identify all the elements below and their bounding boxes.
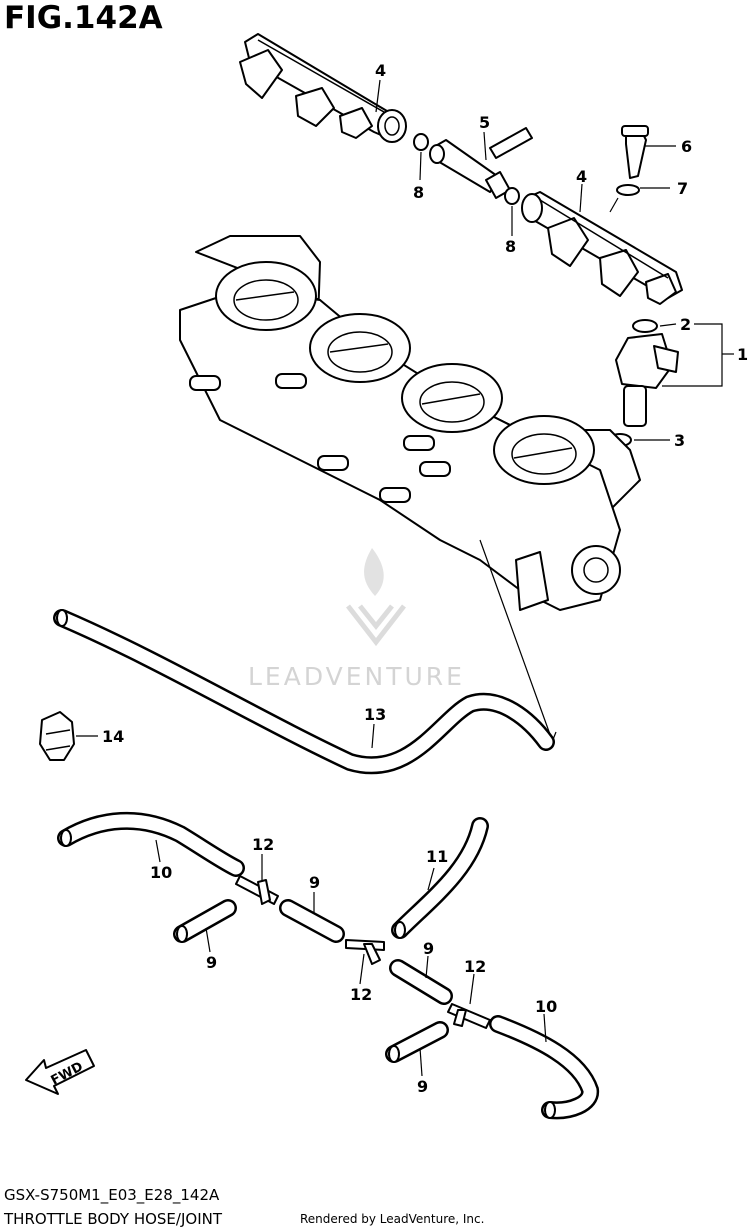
- t-joint-lower[interactable]: [447, 1003, 491, 1029]
- hose-upper-left[interactable]: [57, 811, 245, 877]
- callout-3: 3: [674, 431, 685, 450]
- watermark-logo: [346, 548, 406, 647]
- callout-9-upper-right: 9: [309, 873, 320, 892]
- t-joint-upper[interactable]: [235, 875, 279, 905]
- callout-12-lower: 12: [464, 957, 486, 976]
- fuel-rail-upper[interactable]: [239, 33, 407, 143]
- callout-8-lower: 8: [505, 237, 516, 256]
- callout-9-right: 9: [423, 939, 434, 958]
- figure-description: THROTTLE BODY HOSE/JOINT: [4, 1210, 223, 1228]
- hose-right-upper[interactable]: [391, 817, 489, 939]
- callout-4-lower: 4: [576, 167, 587, 186]
- callout-numbers: 4 5 6 8 4 7 8 2 1 3 13 14 10 12 11 9 9 1…: [102, 61, 748, 1096]
- callout-1: 1: [737, 345, 748, 364]
- callout-8-upper: 8: [413, 183, 424, 202]
- fuel-joint[interactable]: [429, 127, 533, 199]
- callout-13: 13: [364, 705, 386, 724]
- short-hose-left[interactable]: [173, 899, 237, 943]
- t-joint-middle[interactable]: [345, 939, 385, 965]
- callout-2: 2: [680, 315, 691, 334]
- injector-o-ring-top[interactable]: [632, 319, 658, 333]
- callout-5: 5: [479, 113, 490, 132]
- callout-10-lower: 10: [535, 997, 557, 1016]
- figure-code: GSX-S750M1_E03_E28_142A: [4, 1186, 220, 1204]
- callout-11: 11: [426, 847, 448, 866]
- o-ring-lower[interactable]: [504, 187, 520, 205]
- forward-direction-arrow: FWD: [25, 1049, 95, 1095]
- callout-12-middle: 12: [350, 985, 372, 1004]
- throttle-body-assembly[interactable]: [179, 235, 641, 611]
- leader-lines: [76, 79, 734, 1077]
- callout-9-bottom: 9: [417, 1077, 428, 1096]
- callout-7: 7: [677, 179, 688, 198]
- hose-routing-leader: [479, 539, 553, 741]
- short-hose-middle[interactable]: [279, 899, 345, 943]
- short-hose-right[interactable]: [389, 959, 453, 1005]
- callout-10-upper: 10: [150, 863, 172, 882]
- callout-9-left: 9: [206, 953, 217, 972]
- callout-4-upper: 4: [375, 61, 386, 80]
- callout-14: 14: [102, 727, 124, 746]
- watermark-text: LEADVENTURE: [248, 662, 465, 691]
- hose-lower-right[interactable]: [489, 1015, 599, 1120]
- render-credit: Rendered by LeadVenture, Inc.: [300, 1212, 485, 1226]
- o-ring-upper[interactable]: [413, 133, 429, 151]
- callout-6: 6: [681, 137, 692, 156]
- fuel-injector[interactable]: [615, 333, 679, 427]
- fuel-rail-lower[interactable]: [521, 191, 683, 305]
- washer[interactable]: [616, 184, 640, 196]
- figure-title: FIG.142A: [4, 0, 163, 36]
- short-hose-bottom[interactable]: [385, 1021, 449, 1063]
- hose-clamp[interactable]: [39, 711, 75, 761]
- callout-12-upper: 12: [252, 835, 274, 854]
- long-hose[interactable]: [53, 609, 555, 775]
- bolt[interactable]: [621, 125, 649, 179]
